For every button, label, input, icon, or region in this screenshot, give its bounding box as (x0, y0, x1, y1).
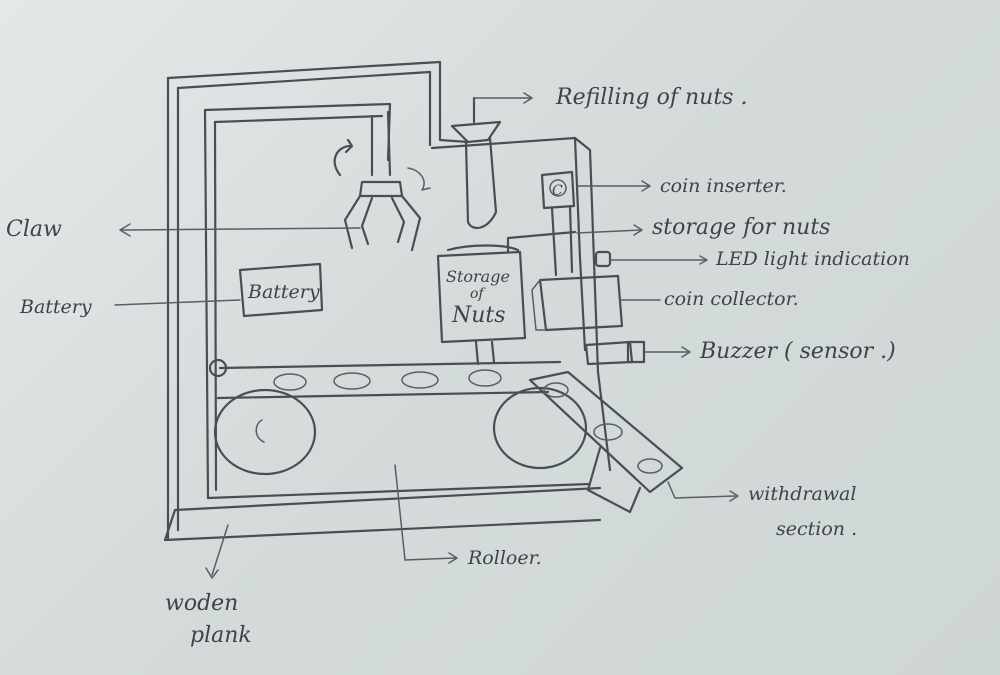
claw (335, 112, 430, 250)
label-buzzer: Buzzer ( sensor .) (699, 339, 896, 364)
label-withdrawal-2: section . (776, 518, 857, 540)
label-withdrawal-1: withdrawal (748, 483, 856, 505)
label-refilling: Refilling of nuts . (555, 85, 747, 110)
wooden-plank (165, 484, 600, 540)
label-battery: Battery (19, 296, 92, 318)
label-coin-collector: coin collector. (664, 288, 799, 310)
storage-box-text-1: Storage (446, 267, 510, 286)
label-led: LED light indication (715, 248, 910, 270)
label-roller: Rolloer. (467, 547, 542, 569)
conveyor-roller (210, 360, 586, 474)
battery-box-text: Battery (247, 281, 320, 303)
label-claw: Claw (6, 217, 62, 242)
storage-box-text-2: of (470, 286, 486, 302)
storage-box-text-3: Nuts (451, 303, 506, 328)
coin-collector (532, 276, 622, 330)
label-coin-inserter: coin inserter. (660, 175, 787, 197)
label-storage: storage for nuts (652, 215, 830, 240)
buzzer-sensor (586, 342, 644, 364)
label-plank-1: woden (165, 591, 238, 616)
refilling-tube (452, 98, 500, 228)
led-indicator (596, 252, 610, 266)
label-plank-2: plank (190, 623, 252, 648)
coin-mark-text: C (552, 183, 563, 199)
leader-lines (115, 93, 738, 578)
